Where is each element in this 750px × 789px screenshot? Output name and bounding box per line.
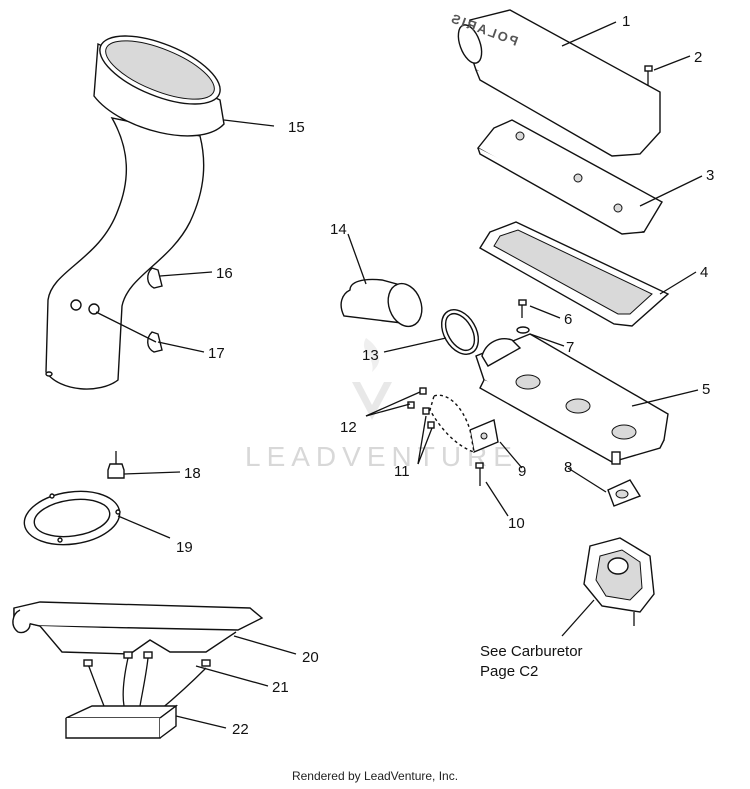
screws-part-12	[407, 387, 427, 409]
nuts-part-11	[422, 407, 435, 429]
plug-part-18	[107, 451, 125, 479]
callout-7: 7	[566, 339, 574, 356]
manifold-housing-part-20	[12, 601, 264, 655]
watermark-logo	[352, 338, 392, 420]
block-part-22	[65, 704, 179, 739]
callout-2: 2	[694, 49, 702, 66]
callout-22: 22	[232, 721, 249, 738]
callout-15: 15	[288, 119, 305, 136]
airbox-base-part-5	[475, 333, 669, 465]
carburetor-note-line-1: See Carburetor	[480, 643, 583, 660]
carburetor-note-line-2: Page C2	[480, 663, 538, 680]
callout-5: 5	[702, 381, 710, 398]
boot-part-14	[340, 278, 423, 328]
callout-11: 11	[394, 463, 410, 480]
callout-18: 18	[184, 465, 201, 482]
callout-21: 21	[272, 679, 289, 696]
screw-part-2	[644, 65, 653, 86]
leader-lines	[95, 21, 703, 729]
clamp-part-13	[440, 309, 480, 355]
flange-gasket-part-8	[607, 479, 642, 507]
carburetor-part	[583, 537, 655, 626]
clip-part-16	[147, 267, 163, 289]
ring-gasket-part-19	[23, 490, 121, 546]
callout-9: 9	[518, 463, 526, 480]
callout-numbers: 1 2 3 4 5 6 7 8 9 10 11 12 13 14 15 16 1…	[176, 13, 714, 738]
callout-8: 8	[564, 459, 572, 476]
screw-part-10	[475, 462, 484, 486]
callout-16: 16	[216, 265, 233, 282]
screw-part-6	[518, 299, 527, 318]
callout-3: 3	[706, 167, 714, 184]
intake-duct-part-15	[45, 35, 225, 390]
footer-credit: Rendered by LeadVenture, Inc.	[291, 769, 459, 783]
callout-17: 17	[208, 345, 225, 362]
callout-4: 4	[700, 264, 708, 281]
washer-part-7	[516, 326, 530, 334]
airbox-cover-part-1: POLARIS	[448, 9, 661, 157]
air-filter-part-3	[476, 119, 663, 235]
callout-12: 12	[340, 419, 357, 436]
callout-13: 13	[362, 347, 379, 364]
hoses-part-21	[83, 651, 211, 711]
callout-19: 19	[176, 539, 193, 556]
callout-6: 6	[564, 311, 572, 328]
callout-1: 1	[622, 13, 630, 30]
bracket-part-9	[429, 394, 499, 454]
callout-20: 20	[302, 649, 319, 666]
gasket-part-4	[479, 221, 670, 327]
callout-10: 10	[508, 515, 525, 532]
callout-14: 14	[330, 221, 347, 238]
